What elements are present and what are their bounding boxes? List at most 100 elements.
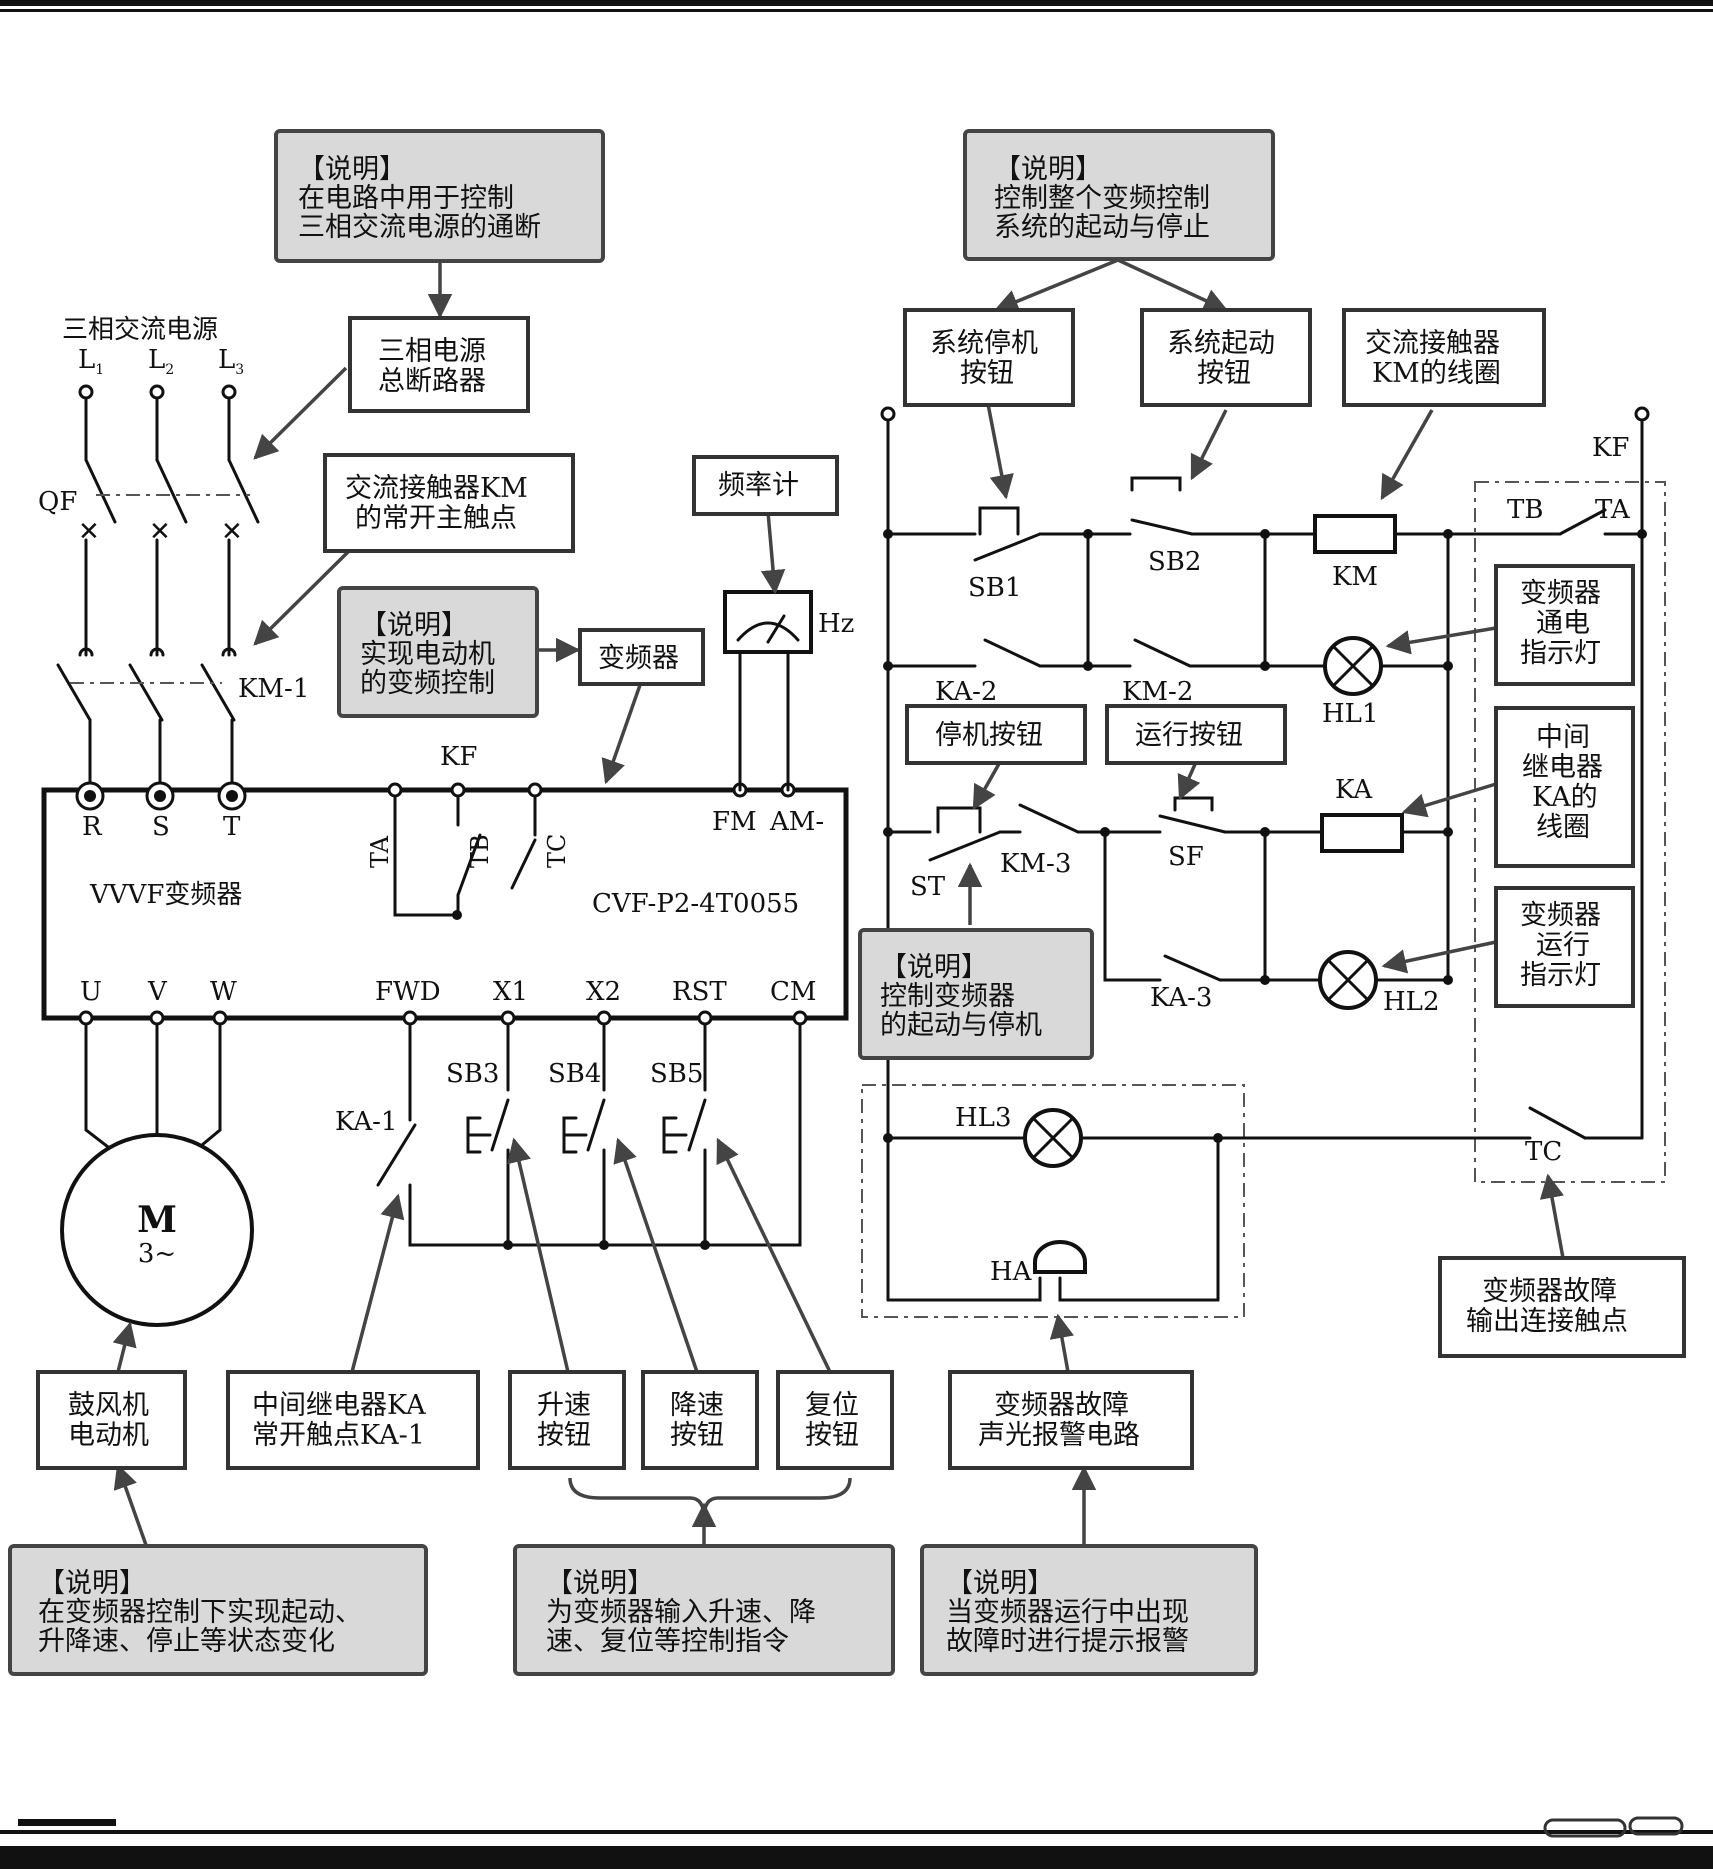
terminal-r-label: R (82, 812, 103, 842)
km-coil (1313, 514, 1397, 554)
svg-text:变频器: 变频器 (598, 643, 679, 674)
svg-text:故障时进行提示报警: 故障时进行提示报警 (946, 1626, 1189, 1657)
inverter-ta-label: TA (366, 835, 394, 868)
phase-wires: QF ✕ ✕ ✕ KM-1 (38, 384, 309, 792)
kf-label: KF (1592, 433, 1629, 463)
svg-text:交流接触器KM: 交流接触器KM (345, 473, 528, 504)
svg-text:线圈: 线圈 (1536, 812, 1590, 843)
hl2-label: HL2 (1383, 987, 1439, 1017)
inverter-tc-label: TC (543, 834, 571, 868)
inverter-model: CVF-P2-4T0055 (592, 889, 799, 919)
phase-l2-label: L2 (148, 345, 174, 378)
svg-text:变频器: 变频器 (1520, 578, 1601, 609)
motor-symbol: M (137, 1199, 177, 1241)
svg-text:声光报警电路: 声光报警电路 (978, 1420, 1140, 1451)
tb-label: TB (1507, 495, 1543, 525)
box-ka-coil: 中间 继电器 KA的 线圈 (1494, 706, 1635, 868)
ha-label: HA (990, 1257, 1033, 1287)
note-control-commands: 【说明】 为变频器输入升速、降 速、复位等控制指令 (513, 1544, 895, 1676)
svg-text:运行: 运行 (1536, 930, 1590, 961)
box-km-main-contacts: 交流接触器KM 的常开主触点 (323, 453, 575, 553)
svg-text:停机按钮: 停机按钮 (935, 720, 1043, 751)
box-main-breaker: 三相电源 总断路器 (348, 316, 530, 413)
sb3-label: SB3 (446, 1059, 499, 1089)
sb4-label: SB4 (548, 1059, 601, 1089)
terminal-rst-label: RST (672, 977, 727, 1007)
svg-text:在变频器控制下实现起动、: 在变频器控制下实现起动、 (38, 1597, 362, 1628)
svg-text:通电: 通电 (1536, 608, 1590, 639)
svg-text:KM的线圈: KM的线圈 (1372, 358, 1501, 389)
svg-text:总断路器: 总断路器 (378, 366, 486, 397)
svg-text:【说明】: 【说明】 (38, 1568, 146, 1599)
note-motor-states: 【说明】 在变频器控制下实现起动、 升降速、停止等状态变化 (8, 1544, 428, 1676)
ta-label: TA (1595, 495, 1631, 525)
inverter-name: VVVF变频器 (89, 880, 242, 910)
terminal-x1-label: X1 (493, 977, 528, 1007)
control-circuit: KF SB1 SB2 KM TB TA (861, 406, 1666, 1318)
note-motor-control: 【说明】 实现电动机 的变频控制 (337, 586, 539, 718)
terminal-w-label: W (210, 977, 237, 1007)
svg-text:升速: 升速 (537, 1390, 591, 1421)
footer-ornament (1543, 1816, 1684, 1838)
svg-text:频率计: 频率计 (718, 470, 799, 501)
terminal-x2-label: X2 (586, 977, 621, 1007)
power-section: 三相交流电源 L1 L2 L3 QF ✕ ✕ ✕ (38, 315, 309, 792)
svg-text:交流接触器: 交流接触器 (1365, 328, 1500, 359)
ka-label: KA (1335, 775, 1373, 805)
qf-label: QF (38, 487, 77, 517)
svg-text:变频器: 变频器 (1520, 900, 1601, 931)
box-hl1-description: 变频器 通电 指示灯 (1494, 564, 1635, 686)
arrows (112, 258, 1565, 1546)
svg-text:【说明】: 【说明】 (880, 952, 988, 983)
note-fault-alarm: 【说明】 当变频器运行中出现 故障时进行提示报警 (920, 1544, 1258, 1676)
svg-text:指示灯: 指示灯 (1520, 960, 1601, 991)
terminal-v-label: V (147, 977, 168, 1007)
svg-text:控制变频器: 控制变频器 (880, 981, 1015, 1012)
inverter-kf-label: KF (440, 742, 477, 772)
svg-text:✕: ✕ (221, 517, 243, 547)
svg-text:的常开主触点: 的常开主触点 (355, 503, 517, 534)
ka-coil (1320, 813, 1404, 853)
sb5-label: SB5 (650, 1059, 703, 1089)
phase-l1-label: L1 (78, 345, 104, 378)
box-speed-down-button: 降速 按钮 (641, 1370, 759, 1470)
svg-text:按钮: 按钮 (670, 1420, 724, 1451)
terminal-s-label: S (152, 812, 170, 842)
terminal-fm-label: FM (712, 807, 757, 837)
svg-text:中间继电器KA: 中间继电器KA (252, 1390, 426, 1421)
svg-text:变频器故障: 变频器故障 (1482, 1276, 1617, 1307)
svg-text:复位: 复位 (805, 1390, 859, 1421)
st-label: ST (910, 872, 946, 902)
box-alarm-circuit: 变频器故障 声光报警电路 (948, 1370, 1194, 1470)
phase-l3-label: L3 (218, 345, 244, 378)
sb1-switch (973, 506, 1042, 562)
tc-label: TC (1525, 1137, 1562, 1167)
svg-text:【说明】: 【说明】 (298, 154, 406, 185)
hl3-lamp (1023, 1108, 1083, 1168)
svg-text:系统起动: 系统起动 (1167, 328, 1275, 359)
svg-text:✕: ✕ (149, 517, 171, 547)
svg-text:系统停机: 系统停机 (930, 328, 1038, 359)
control-inputs: KA-1 SB3 SB4 SB5 (335, 1022, 802, 1250)
box-frequency-meter: 频率计 (692, 455, 839, 516)
km2-label: KM-2 (1122, 677, 1193, 707)
inverter-unit: R S T KF TA TB TC FM AM- VVVF变频器 CVF-P2-… (41, 742, 849, 1026)
svg-text:按钮: 按钮 (1197, 358, 1251, 389)
svg-text:当变频器运行中出现: 当变频器运行中出现 (946, 1597, 1189, 1628)
hl1-lamp (1323, 636, 1383, 696)
motor-phase: 3~ (138, 1239, 176, 1269)
terminal-cm-label: CM (770, 977, 817, 1007)
power-source-label: 三相交流电源 (62, 315, 218, 345)
km1-label: KM-1 (238, 674, 309, 704)
svg-text:✕: ✕ (78, 517, 100, 547)
sb1-label: SB1 (968, 573, 1021, 603)
note-power-switch: 【说明】 在电路中用于控制 三相交流电源的通断 (274, 129, 605, 263)
svg-text:按钮: 按钮 (960, 358, 1014, 389)
frequency-meter: Hz (723, 590, 854, 786)
box-km-coil: 交流接触器 KM的线圈 (1342, 308, 1546, 407)
svg-text:的变频控制: 的变频控制 (360, 668, 495, 699)
svg-text:电动机: 电动机 (68, 1420, 149, 1451)
sb2-label: SB2 (1148, 547, 1201, 577)
